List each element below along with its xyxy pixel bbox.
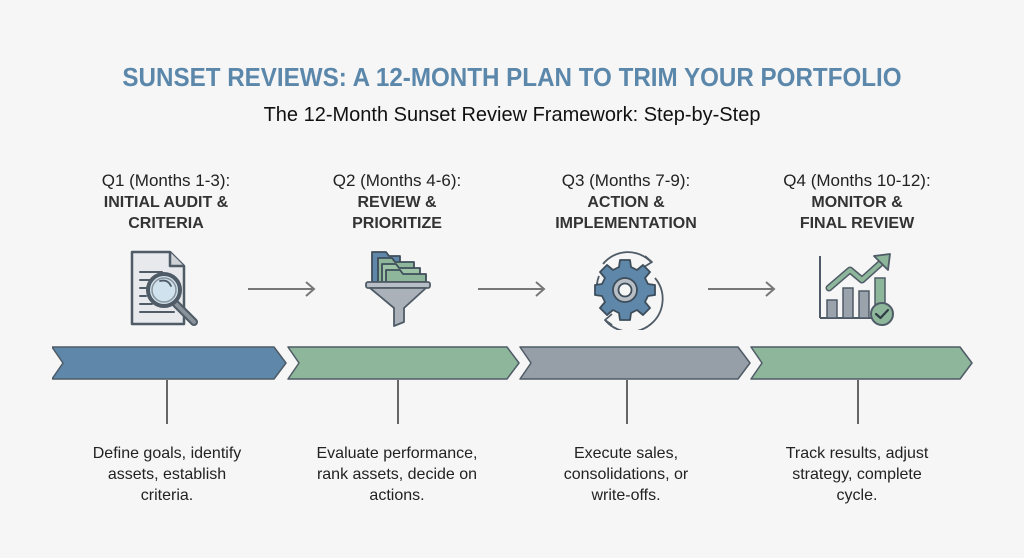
phase-heading-q3: Q3 (Months 7-9): ACTION & IMPLEMENTATION [526,170,726,234]
description-line: cycle. [836,487,878,504]
phase-title: REVIEW & [357,194,437,211]
page-title: SUNSET REVIEWS: A 12-MONTH PLAN TO TRIM … [122,62,902,92]
folders-funnel-icon [365,251,431,327]
timeline-segment-q3 [519,346,751,380]
description-line: Evaluate performance, [316,445,478,462]
document-magnifier-icon [130,250,198,326]
phase-description-q3: Execute sales, consolidations, or write-… [526,443,726,506]
phase-heading-q4: Q4 (Months 10-12): MONITOR & FINAL REVIE… [757,170,957,234]
phase-title: ACTION & [587,194,665,211]
arrow-right-icon [708,281,776,297]
phase-title: INITIAL AUDIT & [103,194,229,211]
timeline-segment-q4 [750,346,973,380]
page-subtitle: The 12-Month Sunset Review Framework: St… [263,104,761,126]
phase-title: IMPLEMENTATION [555,215,697,232]
phase-heading-q2: Q2 (Months 4-6): REVIEW & PRIORITIZE [297,170,497,234]
timeline-tick [626,380,628,424]
phase-title: CRITERIA [128,215,204,232]
phase-heading-q1: Q1 (Months 1-3): INITIAL AUDIT & CRITERI… [66,170,266,234]
arrow-right-icon [248,281,316,297]
phase-quarter: Q3 (Months 7-9): [561,171,691,190]
phase-quarter: Q2 (Months 4-6): [332,171,462,190]
timeline-segment-q2 [287,346,520,380]
description-line: actions. [369,487,425,504]
phase-quarter: Q1 (Months 1-3): [101,171,231,190]
description-line: strategy, complete [792,466,922,483]
phase-title: FINAL REVIEW [799,215,915,232]
timeline-tick [397,380,399,424]
description-line: rank assets, decide on [316,466,478,483]
phase-description-q4: Track results, adjust strategy, complete… [757,443,957,506]
description-line: consolidations, or [563,466,689,483]
description-line: write-offs. [591,487,661,504]
phase-title: MONITOR & [811,194,903,211]
growth-chart-check-icon [819,253,894,326]
timeline-segment-q1 [52,346,287,380]
timeline-tick [857,380,859,424]
timeline-band [52,346,973,380]
phase-description-q1: Define goals, identify assets, establish… [67,443,267,506]
phase-quarter: Q4 (Months 10-12): [783,171,931,190]
description-line: Define goals, identify [92,445,242,462]
arrow-right-icon [478,281,546,297]
phase-title: PRIORITIZE [352,215,442,232]
description-line: Execute sales, [573,445,679,462]
phase-description-q2: Evaluate performance, rank assets, decid… [297,443,497,506]
description-line: criteria. [140,487,194,504]
description-line: assets, establish [107,466,227,483]
timeline-tick [166,380,168,424]
gear-cycle-icon [594,251,664,330]
description-line: Track results, adjust [785,445,929,462]
